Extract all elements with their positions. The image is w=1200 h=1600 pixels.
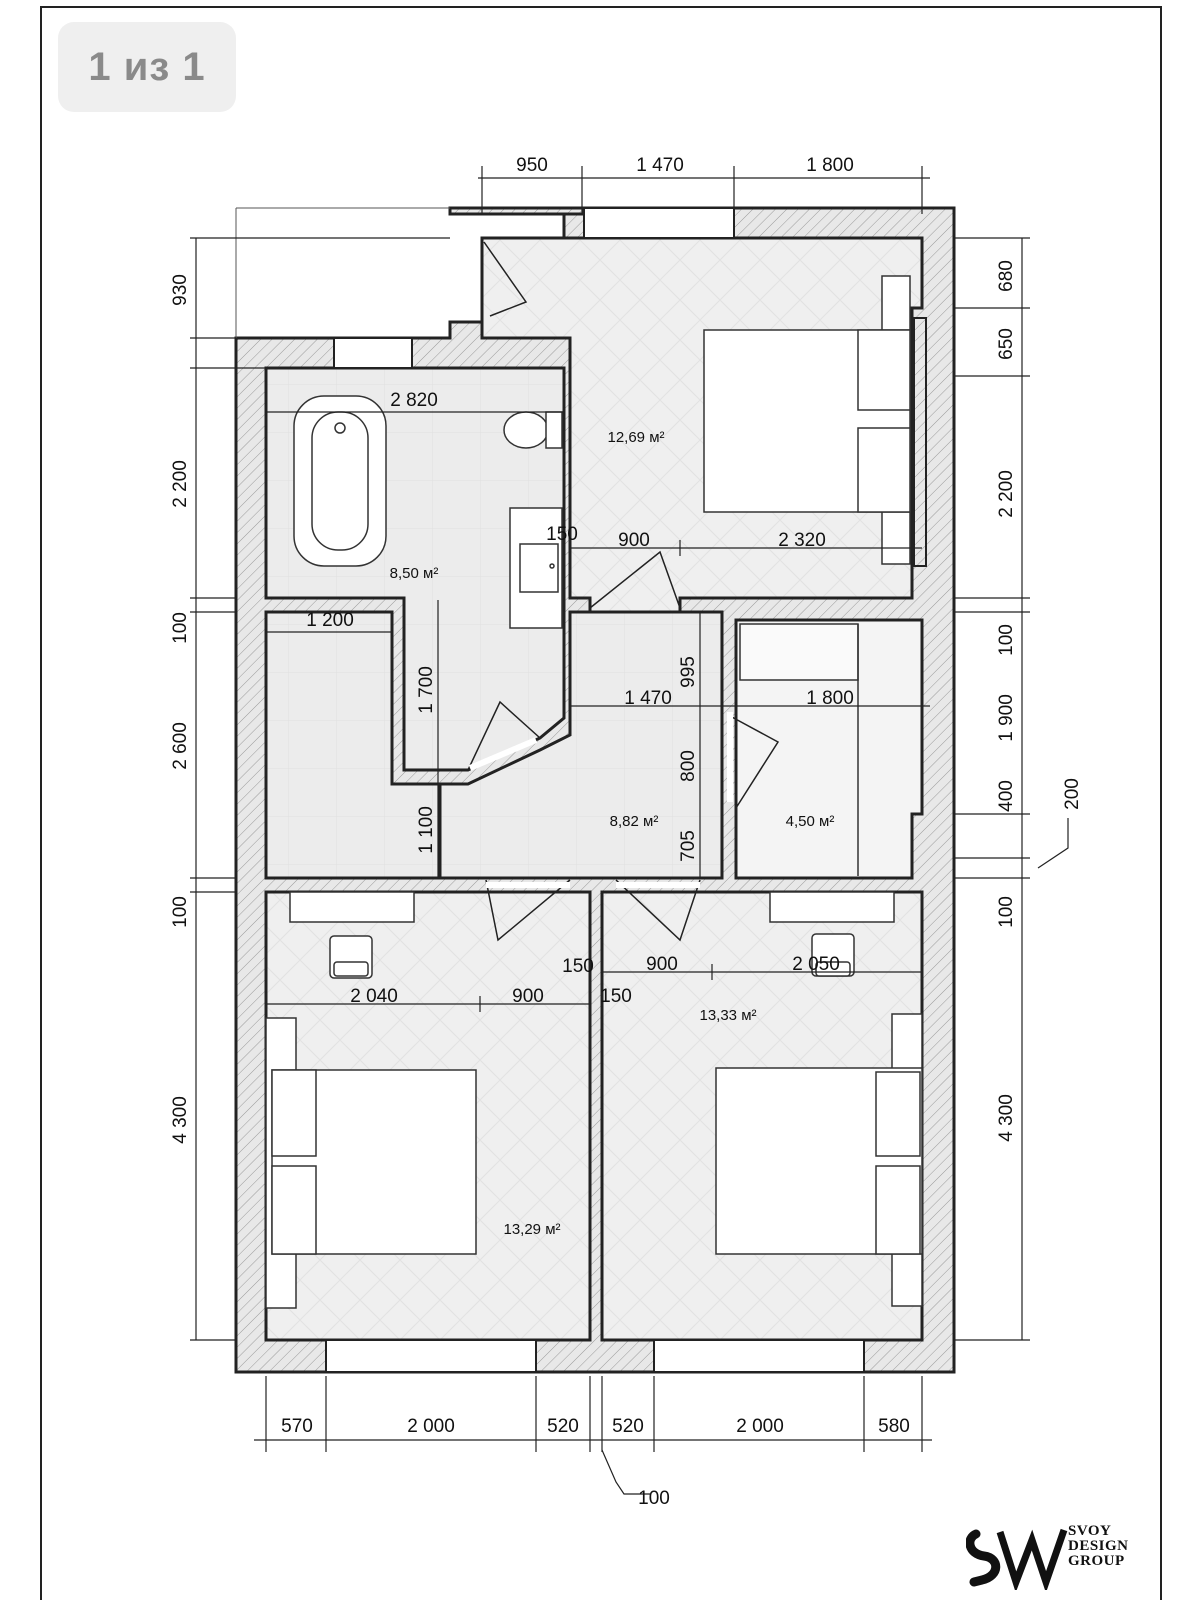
logo-line-1: SVOY [1068,1523,1112,1539]
logo-line-3: GROUP [1068,1553,1125,1569]
window-top [583,207,735,239]
sink [509,507,563,629]
dim-left-3: 100 [170,612,191,644]
dim-bedroom1-door-offset: 150 [546,524,578,545]
dim-right-9: 4 300 [996,1094,1017,1142]
furniture [265,275,923,1309]
dim-bottom-6: 580 [878,1416,910,1437]
window-bottom-right [653,1339,865,1373]
dim-right-3: 2 200 [996,470,1017,518]
dim-right-6: 400 [996,780,1017,812]
closet-door [729,715,780,809]
dim-left-2: 2 200 [170,460,191,508]
dim-top-3: 1 800 [806,155,854,176]
dim-bottom-2: 2 000 [407,1416,455,1437]
dim-hall-995: 995 [678,656,699,688]
window-right [913,317,927,567]
area-bedroom-1: 12,69 м² [607,429,664,446]
dim-bottom-1: 570 [281,1416,313,1437]
dim-hall-width: 1 470 [624,688,672,709]
window-bath [333,337,413,369]
window-bottom-left [325,1339,537,1373]
page-counter-badge: 1 из 1 [58,22,236,112]
dim-bedroom1-width: 2 320 [778,530,826,551]
door-openings [468,712,733,888]
area-hall: 8,82 м² [610,813,659,830]
dim-hall-800: 800 [678,750,699,782]
bed-3 [715,1013,923,1307]
dim-left-5: 100 [170,896,191,928]
terrace-outline [235,207,450,338]
dim-bottom-5: 2 000 [736,1416,784,1437]
dim-bedroom2-width: 2 040 [350,986,398,1007]
dim-left-6: 4 300 [170,1096,191,1144]
bedroom2-door [485,879,571,942]
bedroom1-door [589,550,681,609]
dim-right-4: 100 [996,624,1017,656]
bathtub [293,395,387,567]
page-frame [40,6,1162,1600]
dim-bedroom3-door-offset: 150 [600,986,632,1007]
dim-right-2: 650 [996,328,1017,360]
entry-door [483,241,528,317]
area-bedroom-2: 13,29 м² [503,1221,560,1238]
dim-bottom-wall: 100 [638,1488,670,1509]
dim-bedroom2-door-offset: 150 [562,956,594,977]
dim-left-4: 2 600 [170,722,191,770]
dim-right-5: 1 900 [996,694,1017,742]
dim-nook-height: 1 700 [416,666,437,714]
dim-nook-width: 1 200 [306,610,354,631]
windows [325,207,927,1373]
dim-hall-705: 705 [678,830,699,862]
dim-bedroom1-door: 900 [618,530,650,551]
bed-1 [703,275,911,565]
bed-2 [265,1017,477,1309]
dim-right-8: 100 [996,896,1017,928]
dim-bath-width: 2 820 [390,390,438,411]
dim-top-2: 1 470 [636,155,684,176]
dim-bottom-3: 520 [547,1416,579,1437]
desk-left [289,891,415,979]
svoy-logo-mark [966,1528,1068,1590]
dimension-lines [190,166,1069,1495]
dim-bottom-4: 520 [612,1416,644,1437]
dim-left-1: 930 [170,274,191,306]
bathroom-door [467,700,541,771]
area-bedroom-3: 13,33 м² [699,1007,756,1024]
dim-right-7: 200 [1062,778,1083,810]
dim-nook-lower: 1 100 [416,806,437,854]
closet-shelves [739,623,859,876]
dim-top-1: 950 [516,155,548,176]
area-closet: 4,50 м² [786,813,835,830]
dim-right-1: 680 [996,260,1017,292]
doors [467,241,780,942]
bedroom3-door [615,879,701,942]
dim-bedroom3-width: 2 050 [792,954,840,975]
logo-line-2: DESIGN [1068,1538,1129,1554]
area-bathroom: 8,50 м² [390,565,439,582]
dim-closet-width: 1 800 [806,688,854,709]
dim-bedroom2-door: 900 [512,986,544,1007]
logo-wordmark: SVOY DESIGN GROUP [1068,1524,1148,1569]
dim-bedroom3-door: 900 [646,954,678,975]
toilet [503,411,563,449]
